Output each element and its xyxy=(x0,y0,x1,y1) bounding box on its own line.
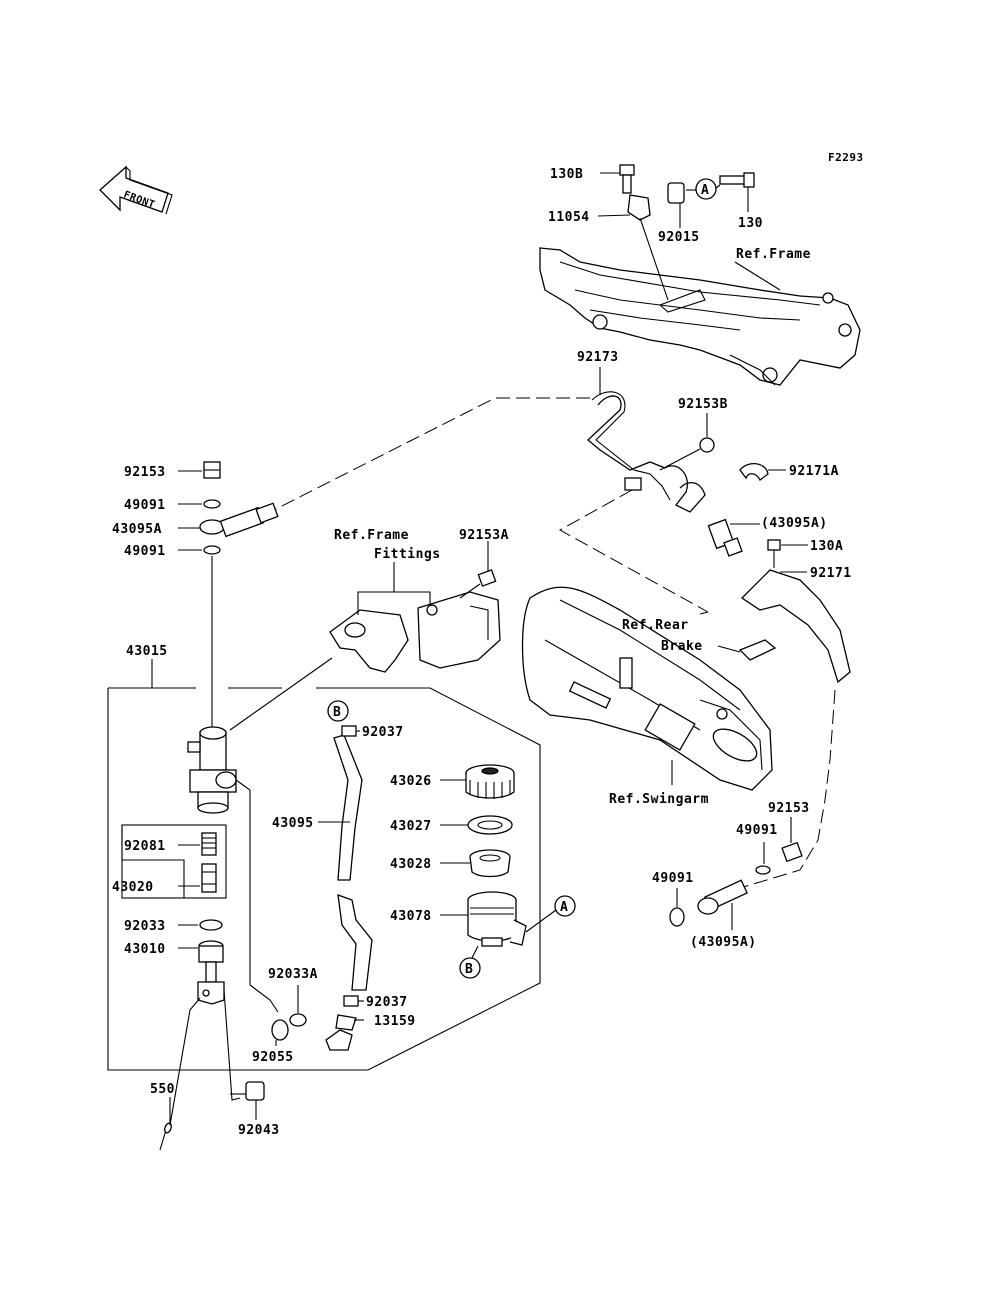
part-130B: 130B xyxy=(550,167,583,182)
part-92153-right: 92153 xyxy=(768,801,810,816)
part-43020: 43020 xyxy=(112,880,154,895)
ref-frame-fittings-1: Ref.Frame xyxy=(334,528,409,543)
frame-top-drawing xyxy=(539,247,861,386)
part-92037-top: 92037 xyxy=(362,725,404,740)
part-43026: 43026 xyxy=(390,774,432,789)
reservoir-43078 xyxy=(467,891,527,947)
reservoir-cap-43026 xyxy=(465,764,515,799)
brake-rod-92173 xyxy=(587,391,706,513)
callout-b-reservoir xyxy=(459,957,481,979)
plate-43027 xyxy=(467,815,513,835)
part-92153A: 92153A xyxy=(459,528,509,543)
joint-13159 xyxy=(335,1014,357,1031)
clip-92033A xyxy=(289,1013,307,1027)
part-92153-left: 92153 xyxy=(124,465,166,480)
callout-a-top-label: A xyxy=(701,183,709,198)
figure-code: F2293 xyxy=(828,151,864,164)
clip-92171A xyxy=(739,463,769,481)
callout-a-reservoir xyxy=(554,895,576,917)
bolt-130A xyxy=(767,539,781,568)
ref-rear-brake-1: Ref.Rear xyxy=(622,618,689,633)
washer-49091-right-top xyxy=(755,865,771,875)
part-550: 550 xyxy=(150,1082,175,1097)
part-13159: 13159 xyxy=(374,1014,416,1029)
callout-b-hose-label: B xyxy=(333,705,341,720)
bracket-92171 xyxy=(740,569,851,684)
bolt-92153-left xyxy=(203,461,221,479)
washer-49091-bot xyxy=(203,545,221,555)
part-92081: 92081 xyxy=(124,839,166,854)
assembly-43015-boundary xyxy=(107,687,541,1071)
part-130: 130 xyxy=(738,216,763,231)
part-92173: 92173 xyxy=(577,350,619,365)
joint-43095A-right xyxy=(707,518,743,557)
bracket-11054 xyxy=(627,194,651,221)
circlip-92033 xyxy=(199,919,223,931)
ref-swingarm: Ref.Swingarm xyxy=(609,792,709,807)
piston-43020 xyxy=(201,863,217,893)
bolt-130 xyxy=(719,172,755,188)
nut-92153B xyxy=(699,437,715,453)
rear-brake-ref-icon xyxy=(738,639,777,661)
frame-fittings-drawing xyxy=(329,591,501,673)
ref-frame-fittings-2: Fittings xyxy=(374,547,441,562)
part-92015: 92015 xyxy=(658,230,700,245)
banjo-43095A-left xyxy=(199,502,279,538)
callout-b-reservoir-label: B xyxy=(465,962,473,977)
part-43028: 43028 xyxy=(390,857,432,872)
part-92171: 92171 xyxy=(810,566,852,581)
clip-92037-bot xyxy=(343,995,359,1007)
part-49091-left-top: 49091 xyxy=(124,498,166,513)
ref-rear-brake-2: Brake xyxy=(661,639,703,654)
master-cylinder-body xyxy=(187,726,237,814)
part-49091-left-bot: 49091 xyxy=(124,544,166,559)
spring-92081 xyxy=(201,832,217,856)
part-92033: 92033 xyxy=(124,919,166,934)
part-43095: 43095 xyxy=(272,816,314,831)
part-92153B: 92153B xyxy=(678,397,728,412)
group-43020-box xyxy=(121,824,227,899)
hose-43095 xyxy=(325,734,373,1051)
part-43027: 43027 xyxy=(390,819,432,834)
part-43095A-right: (43095A) xyxy=(761,516,828,531)
ref-frame-top: Ref.Frame xyxy=(736,247,811,262)
collar-92015 xyxy=(667,182,685,204)
part-11054: 11054 xyxy=(548,210,590,225)
front-arrow-icon: FRONT xyxy=(99,165,173,215)
part-43010: 43010 xyxy=(124,942,166,957)
banjo-43095A-bottom xyxy=(697,879,748,915)
part-130A: 130A xyxy=(810,539,843,554)
part-49091-right-top: 49091 xyxy=(736,823,778,838)
cotter-pin-550 xyxy=(159,1122,172,1151)
part-43095A-left: 43095A xyxy=(112,522,162,537)
part-92033A: 92033A xyxy=(268,967,318,982)
washer-49091-top xyxy=(203,499,221,509)
part-92171A: 92171A xyxy=(789,464,839,479)
part-43015: 43015 xyxy=(126,644,168,659)
bolt-130B xyxy=(619,164,635,194)
bolt-92153-right xyxy=(781,841,803,863)
bolt-92153A xyxy=(459,569,497,599)
washer-49091-right-bot xyxy=(669,907,685,927)
part-92043: 92043 xyxy=(238,1123,280,1138)
clip-92037-top xyxy=(341,725,357,737)
callout-b-hose xyxy=(327,700,349,722)
callout-a-reservoir-label: A xyxy=(560,900,568,915)
diaphragm-43028 xyxy=(469,849,511,878)
pin-92043 xyxy=(230,1081,265,1101)
part-43095A-bottom: (43095A) xyxy=(690,935,757,950)
push-rod-43010 xyxy=(197,940,225,1005)
part-43078: 43078 xyxy=(390,909,432,924)
swingarm-drawing xyxy=(521,586,773,791)
part-49091-right-bot: 49091 xyxy=(652,871,694,886)
part-92055: 92055 xyxy=(252,1050,294,1065)
callout-a-top xyxy=(695,178,717,200)
part-92037-bot: 92037 xyxy=(366,995,408,1010)
oring-92055 xyxy=(271,1019,289,1041)
